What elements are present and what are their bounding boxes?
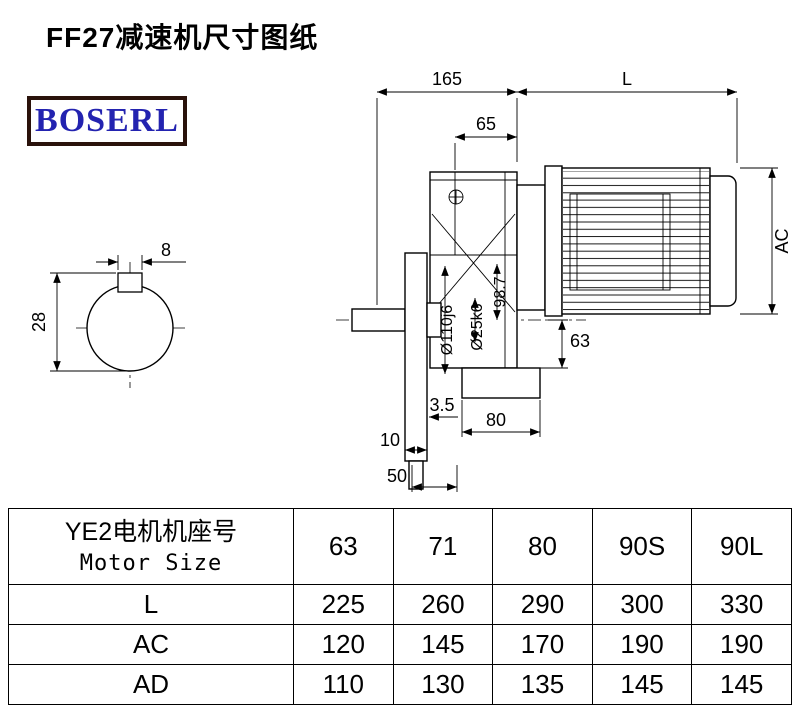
- main-view: [336, 165, 737, 490]
- header-line1: YE2电机机座号: [64, 517, 238, 546]
- dimension-AC: AC: [740, 167, 792, 315]
- col-header-90L: 90L: [691, 508, 792, 585]
- row-label-L: L: [8, 584, 294, 625]
- gearbox-base: [461, 367, 541, 399]
- motor-size-table: YE2电机机座号 Motor Size 63 71 80 90S 90L L 2…: [8, 508, 792, 705]
- table-cell: 145: [591, 664, 693, 705]
- table-cell: 135: [492, 664, 593, 705]
- flange-tip: [408, 460, 424, 490]
- table-cell: 300: [591, 584, 693, 625]
- shaft-section-view: 8 28: [29, 240, 188, 388]
- dim-65-label: 65: [476, 114, 496, 134]
- dim-shaft-dia-label: Ø25k6: [469, 303, 486, 350]
- page-title: FF27减速机尺寸图纸: [46, 22, 319, 53]
- header-line2: Motor Size: [79, 550, 223, 576]
- dimension-shaft-dia: Ø25k6: [469, 298, 486, 351]
- dimension-key-width: 8: [96, 240, 186, 270]
- dim-10-label: 10: [380, 430, 400, 450]
- motor-flange: [544, 165, 563, 317]
- table-header-row: YE2电机机座号 Motor Size 63 71 80 90S 90L: [8, 508, 792, 585]
- dim-63-label: 63: [570, 331, 590, 351]
- shaft-bore-circle: [86, 284, 174, 372]
- output-flange: [404, 252, 428, 462]
- table-cell: 145: [691, 664, 792, 705]
- col-header-71: 71: [392, 508, 494, 585]
- motor-stator: [569, 193, 671, 291]
- table-row-AD: AD 110 130 135 145 145: [8, 664, 792, 705]
- dim-3-5-label: 3.5: [429, 395, 454, 415]
- col-header-90S: 90S: [591, 508, 693, 585]
- row-label-AC: AC: [8, 624, 294, 665]
- col-header-80: 80: [492, 508, 593, 585]
- col-header-63: 63: [293, 508, 394, 585]
- logo-text: BOSERL: [35, 102, 179, 139]
- row-label-AD: AD: [8, 664, 294, 705]
- dim-key-width-label: 8: [161, 240, 171, 260]
- dimension-10: 10: [380, 430, 428, 455]
- table-cell: 145: [392, 624, 494, 665]
- table-cell: 170: [492, 624, 593, 665]
- table-cell: 260: [392, 584, 494, 625]
- dimension-key-depth: 28: [29, 272, 128, 372]
- dim-center-height-label: 98.7: [492, 276, 509, 307]
- dim-L-label: L: [622, 69, 632, 89]
- table-cell: 120: [293, 624, 394, 665]
- table-cell: 330: [691, 584, 792, 625]
- motor-adapter: [516, 184, 546, 311]
- dim-50-label: 50: [387, 466, 407, 486]
- boserl-logo: BOSERL: [27, 96, 187, 146]
- dimension-center-height: 98.7: [492, 264, 509, 320]
- dimension-50: 50: [387, 465, 458, 492]
- table-cell: 190: [691, 624, 792, 665]
- dim-80-label: 80: [486, 410, 506, 430]
- dim-AC-label: AC: [772, 228, 792, 253]
- table-cell: 110: [293, 664, 394, 705]
- dimension-3-5: 3.5: [429, 395, 458, 421]
- table-cell: 130: [392, 664, 494, 705]
- dimension-flange-dia: Ø110j6: [439, 266, 456, 374]
- dimension-L: L: [517, 69, 738, 163]
- shaft-hub: [426, 302, 442, 338]
- output-shaft: [351, 308, 406, 332]
- dimension-63: 63: [540, 319, 590, 369]
- dim-key-depth-label: 28: [29, 312, 49, 332]
- table-row-L: L 225 260 290 300 330: [8, 584, 792, 625]
- keyway-slot: [117, 272, 143, 293]
- dim-flange-dia-label: Ø110j6: [439, 305, 456, 356]
- table-header-motor-size: YE2电机机座号 Motor Size: [8, 508, 294, 585]
- table-cell: 225: [293, 584, 394, 625]
- fan-cover: [709, 175, 737, 307]
- table-row-AC: AC 120 145 170 190 190: [8, 624, 792, 665]
- dimension-80: 80: [461, 400, 541, 437]
- table-cell: 290: [492, 584, 593, 625]
- dimension-65: 65: [454, 114, 517, 170]
- dim-165-label: 165: [432, 69, 462, 89]
- table-cell: 190: [591, 624, 693, 665]
- dimension-165: 165: [376, 69, 518, 305]
